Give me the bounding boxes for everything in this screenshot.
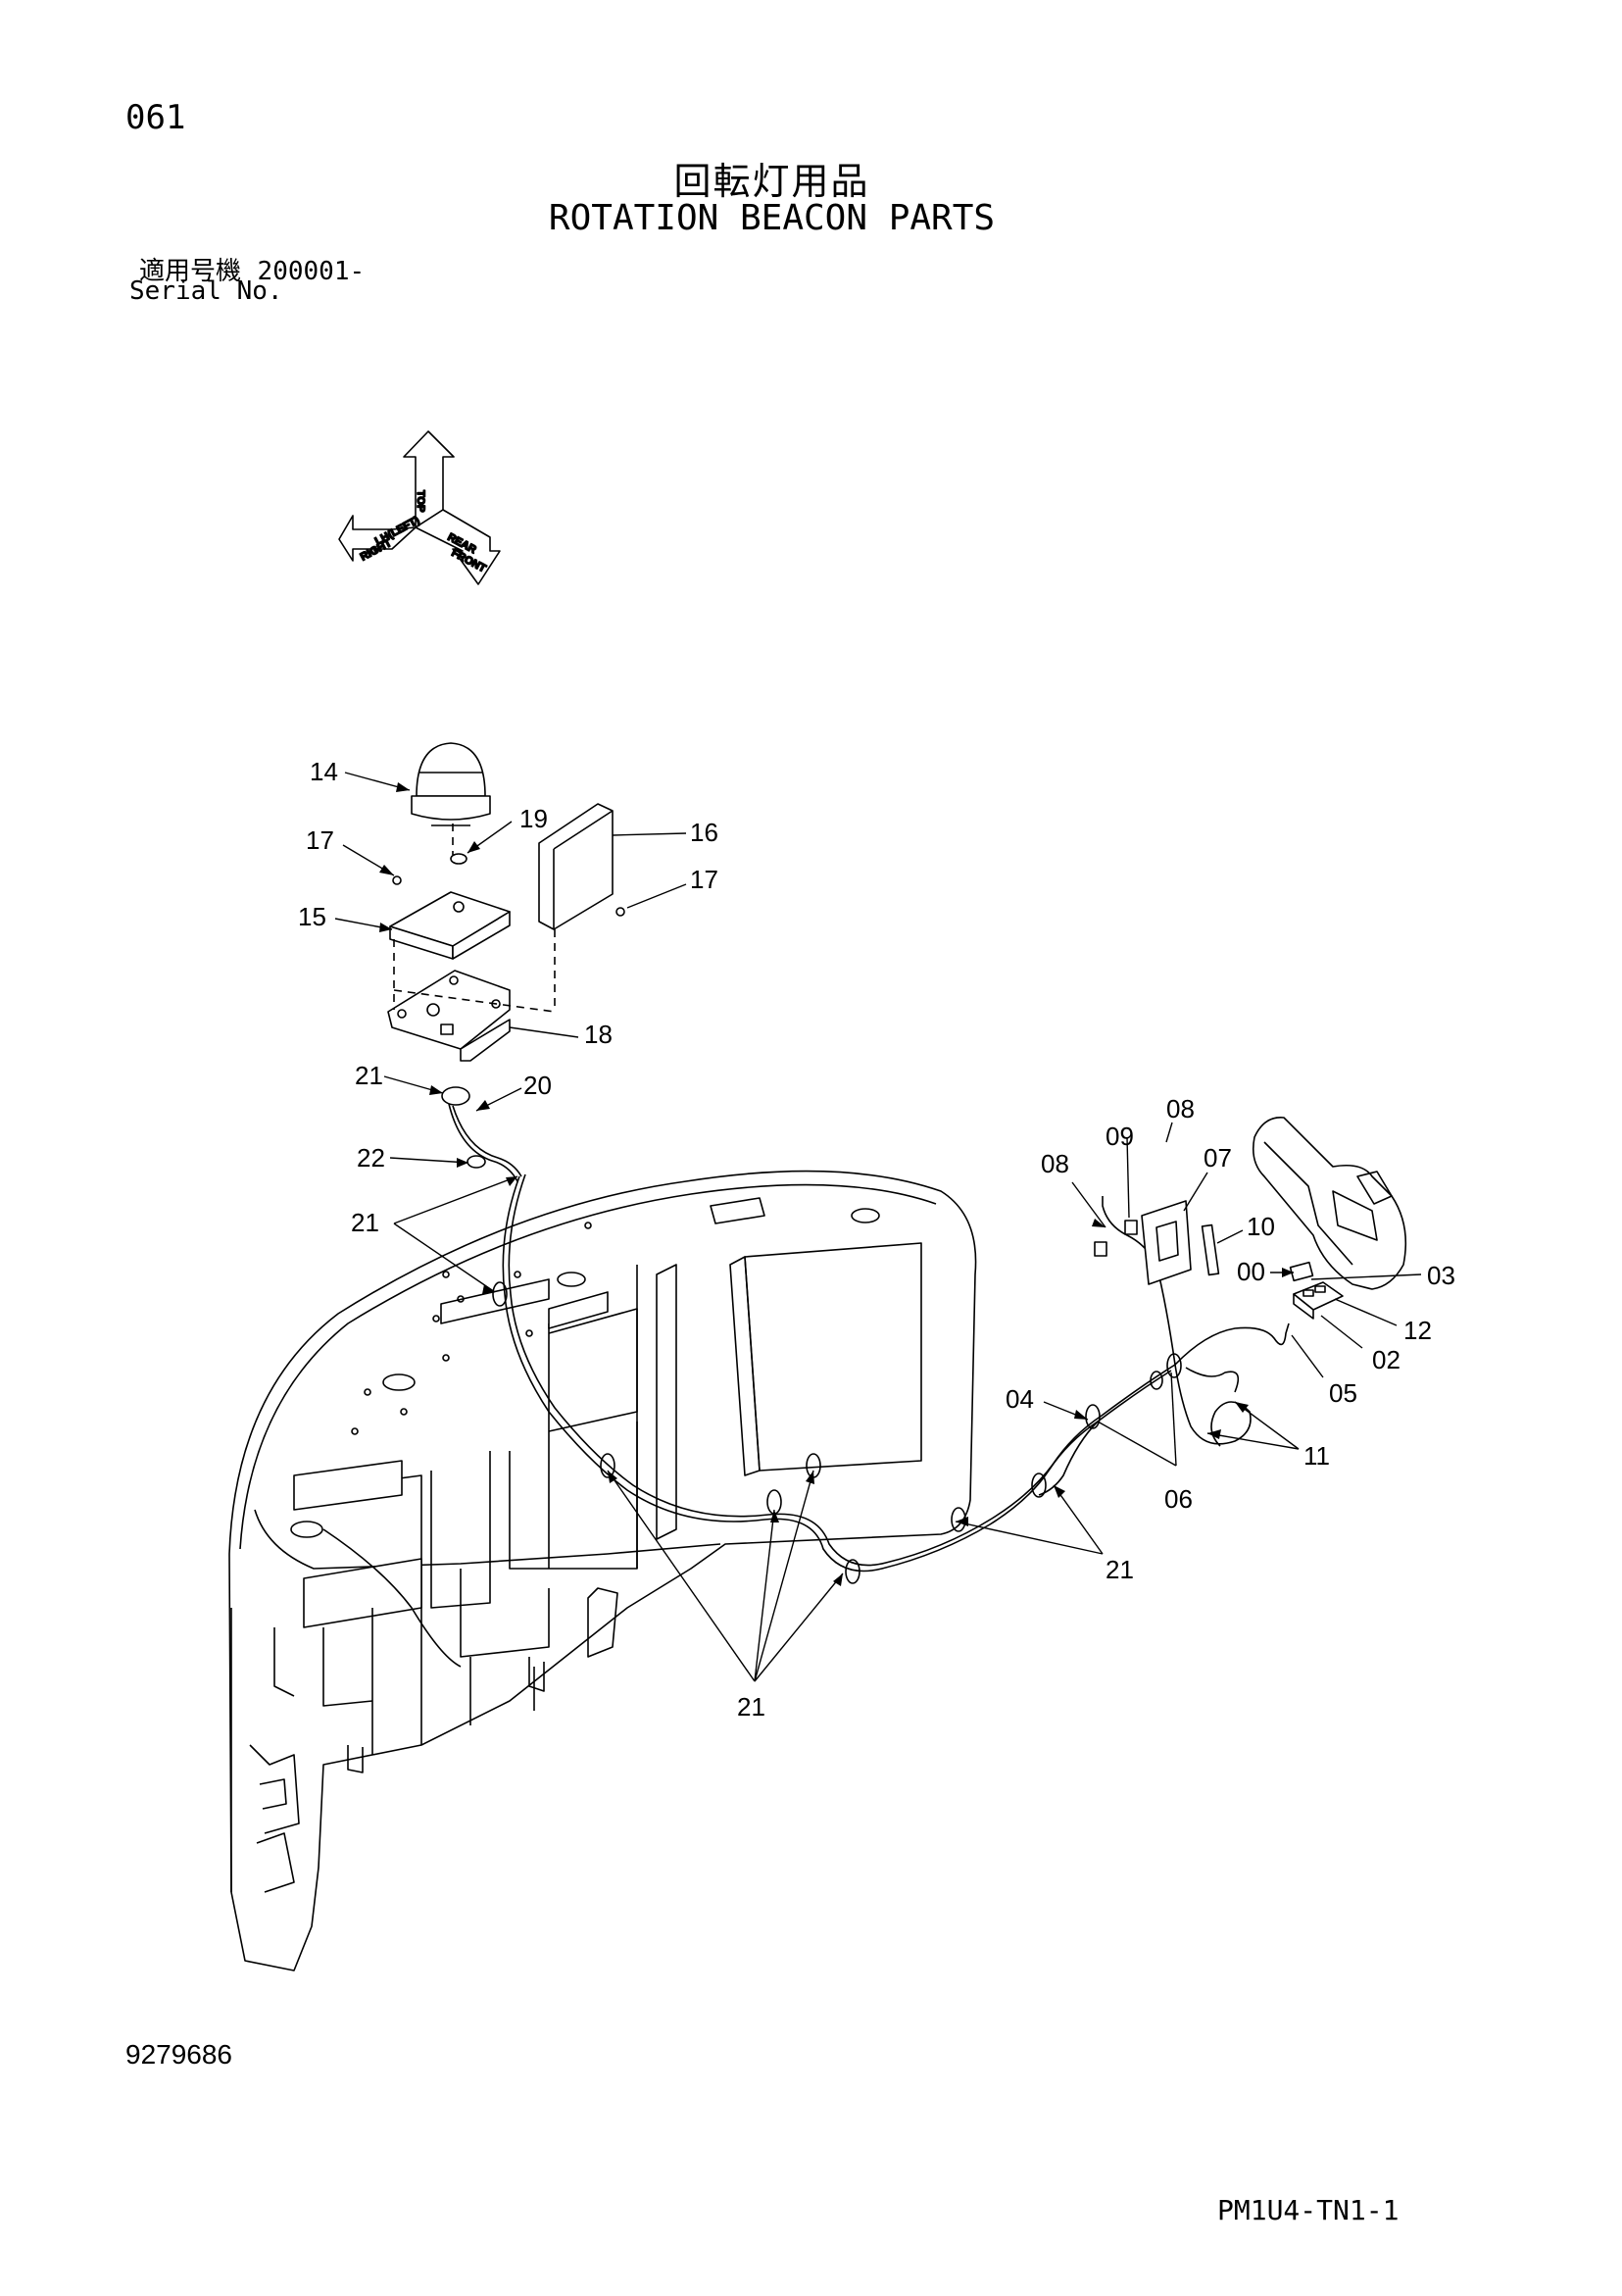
callout-11: 11 [1303, 1441, 1330, 1471]
serial-applicability: 適用号機 200001- [139, 251, 365, 287]
serial-value: 200001- [257, 257, 366, 286]
callout-21-c: 21 [1106, 1555, 1134, 1584]
callout-19: 19 [519, 804, 548, 833]
drawing-number: 9279686 [125, 2039, 233, 2070]
harness-routing [322, 1173, 1290, 1668]
callout-20: 20 [523, 1071, 552, 1100]
bracket-15 [389, 875, 511, 960]
page-title-japanese: 回転灯用品 [673, 160, 870, 203]
base-plate-18 [387, 970, 511, 1062]
callout-09: 09 [1106, 1122, 1134, 1151]
callout-18: 18 [584, 1020, 613, 1049]
cover-16 [538, 803, 625, 930]
callout-08-b: 08 [1166, 1094, 1195, 1123]
callout-labels: 14 17 19 16 17 15 18 21 20 22 21 08 09 0… [298, 757, 1455, 1722]
callout-10: 10 [1247, 1212, 1275, 1241]
page-title: ROTATION BEACON PARTS [548, 198, 996, 238]
serial-label-japanese: 適用号機 [139, 257, 242, 286]
callout-12: 12 [1403, 1316, 1432, 1345]
washer-19 [450, 853, 467, 865]
callout-17-b: 17 [690, 865, 718, 894]
callout-16: 16 [690, 818, 718, 847]
callout-22: 22 [357, 1143, 385, 1173]
page-number: 061 [125, 98, 186, 137]
callout-03: 03 [1427, 1261, 1455, 1290]
relay-bracket-07 [1094, 1200, 1220, 1285]
footer-code: PM1U4-TN1-1 [1217, 2194, 1400, 2226]
machine-body-outline [228, 1170, 977, 1972]
callout-21-b: 21 [351, 1208, 379, 1237]
callout-08: 08 [1041, 1149, 1069, 1178]
beacon-lamp [411, 742, 491, 826]
leader-lines [334, 772, 1422, 1682]
alignment-lines [393, 824, 556, 1013]
callout-07: 07 [1204, 1143, 1232, 1173]
callout-17: 17 [306, 825, 334, 855]
callout-05: 05 [1329, 1378, 1357, 1408]
switch-console [1252, 1117, 1407, 1320]
callout-14: 14 [310, 757, 338, 786]
callout-00: 00 [1237, 1257, 1265, 1286]
callout-21: 21 [355, 1061, 383, 1090]
callout-15: 15 [298, 902, 326, 931]
compass-label-top: TOP [415, 490, 426, 512]
callout-04: 04 [1006, 1384, 1034, 1414]
leader-arrowheads [379, 782, 1294, 1586]
callout-06: 06 [1164, 1484, 1193, 1514]
serial-label: Serial No. [129, 276, 283, 306]
callout-21-d: 21 [737, 1692, 765, 1722]
callout-02: 02 [1372, 1345, 1401, 1374]
harness-20 [441, 1086, 522, 1182]
orientation-compass-icon: TOP LH(LEFT) RIGHT REAR FRONT [338, 430, 501, 585]
